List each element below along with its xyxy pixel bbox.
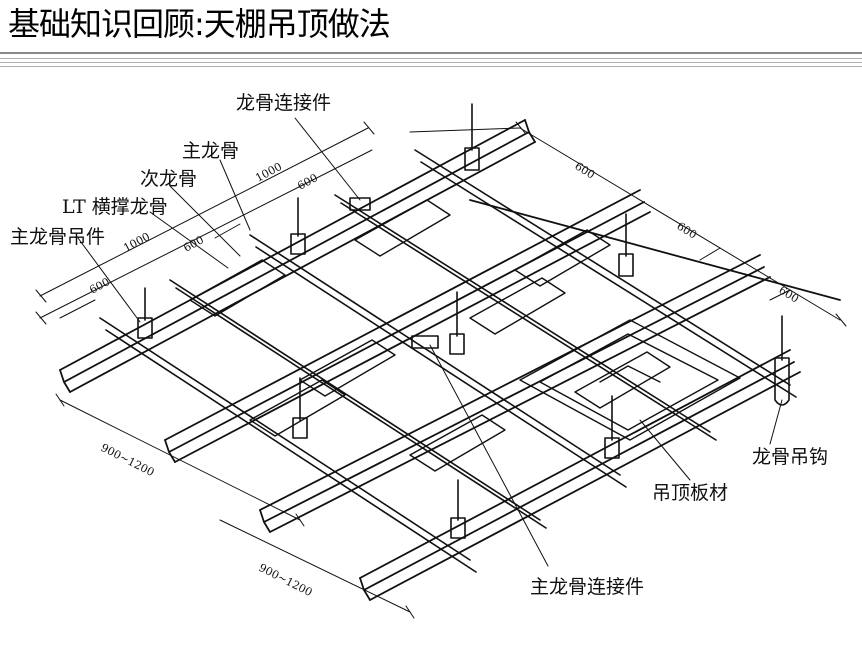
- label-lt-cross-brace: LT 横撑龙骨: [62, 196, 168, 218]
- title-rule-thin-1: [0, 58, 862, 59]
- dim-600-left: 600: [181, 233, 206, 254]
- main-keel-connector-part: [411, 335, 439, 349]
- title-rule: [0, 52, 862, 54]
- label-keel-connector: 龙骨连接件: [236, 92, 332, 114]
- dim-600-right-3: 600: [776, 284, 801, 306]
- dim-600-top: 600: [295, 171, 320, 192]
- label-ceiling-board: 吊顶板材: [652, 482, 729, 504]
- title-rule-thin-3: [0, 66, 862, 67]
- label-main-keel-hanger: 主龙骨吊件: [10, 226, 106, 248]
- main-keels: [59, 119, 841, 601]
- dim-600-right-1: 600: [572, 160, 597, 182]
- leader-lines: [77, 117, 783, 567]
- label-keel-hook: 龙骨吊钩: [752, 446, 829, 468]
- keel-connector-part: [349, 197, 371, 211]
- dim-600-right-2: 600: [674, 220, 699, 242]
- dim-1000-left: 1000: [121, 230, 152, 255]
- slide-title: 基础知识回顾:天棚吊顶做法: [8, 5, 391, 43]
- label-main-keel: 主龙骨: [182, 140, 240, 162]
- title-rule-thin-2: [0, 62, 862, 63]
- label-secondary-keel: 次龙骨: [140, 168, 198, 190]
- cross-braces: [189, 199, 671, 472]
- ceiling-board-panel: [519, 319, 741, 441]
- hanger-rods: [137, 103, 790, 539]
- dim-span-bottom: 900~1200: [257, 561, 315, 599]
- label-main-keel-connector: 主龙骨连接件: [530, 576, 645, 598]
- dim-span-left: 900~1200: [99, 441, 157, 479]
- dim-1000-top: 1000: [253, 160, 284, 185]
